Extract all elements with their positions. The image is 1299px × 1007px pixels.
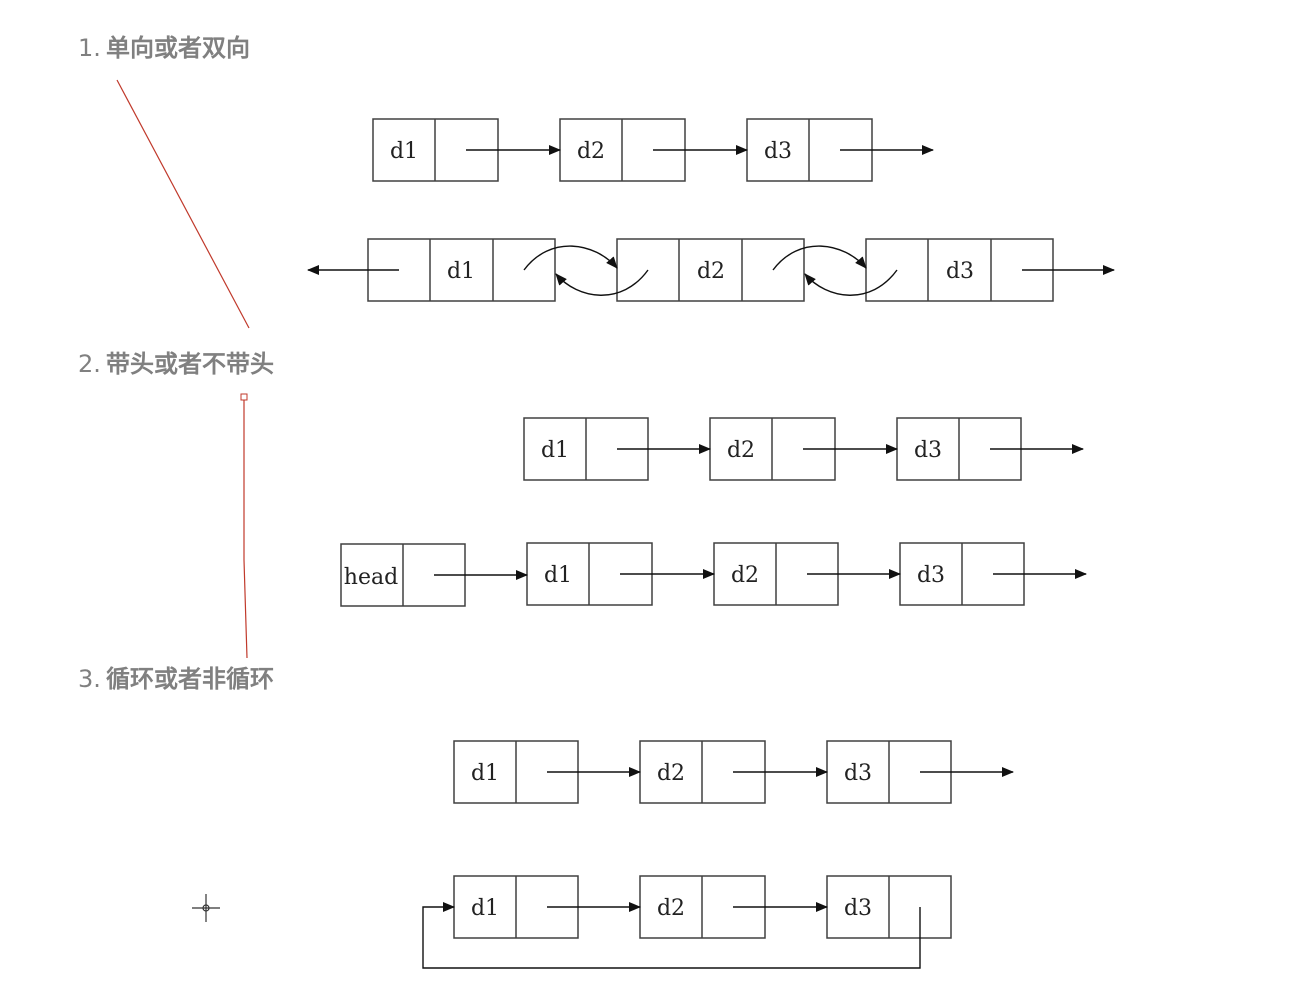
list-node: d1	[367, 238, 556, 302]
node-label: head	[344, 565, 398, 590]
node-label: d2	[657, 896, 685, 921]
section-number: 1.	[78, 34, 101, 62]
loop-back-arrow	[422, 902, 921, 969]
list-node: d3	[746, 118, 873, 182]
circular-list: d1 d2 d3	[422, 875, 952, 969]
annotation-line[interactable]	[116, 79, 250, 329]
node-label: d3	[946, 259, 974, 284]
headed-list: head d1 d2 d3	[340, 542, 1087, 607]
section-heading-1: 1. 单向或者双向	[78, 34, 250, 62]
node-label: d2	[731, 563, 759, 588]
list-node: d1	[523, 417, 649, 481]
node-label: d2	[657, 761, 685, 786]
node-label: d3	[764, 139, 792, 164]
node-label: d1	[471, 896, 499, 921]
list-node: d3	[865, 238, 1054, 302]
singly-linked-list: d1 d2 d3	[372, 118, 934, 182]
list-node: d2	[616, 238, 805, 302]
node-label: d1	[471, 761, 499, 786]
prev-arrow	[555, 269, 649, 296]
node-label: d1	[447, 259, 475, 284]
doubly-linked-list: d1 d2 d3	[307, 238, 1115, 302]
node-label: d1	[541, 438, 569, 463]
list-node: d3	[826, 875, 952, 939]
section-title: 带头或者不带头	[106, 350, 274, 378]
list-node: d2	[639, 740, 766, 804]
list-node: d1	[453, 875, 579, 939]
node-label: d1	[544, 563, 572, 588]
node-label: d3	[844, 896, 872, 921]
annotation-line[interactable]	[243, 398, 248, 659]
section-heading-3: 3. 循环或者非循环	[78, 665, 274, 693]
node-label: d3	[914, 438, 942, 463]
next-arrow	[772, 245, 867, 271]
node-label: d2	[577, 139, 605, 164]
section-number: 3.	[78, 665, 101, 693]
non-circular-list: d1 d2 d3	[453, 740, 1014, 804]
section-heading-2: 2. 带头或者不带头	[78, 350, 274, 378]
headless-list: d1 d2 d3	[523, 417, 1084, 481]
node-label: d1	[390, 139, 418, 164]
node-label: d3	[917, 563, 945, 588]
crosshair-cursor-icon	[192, 894, 220, 922]
section-title: 单向或者双向	[106, 34, 250, 62]
prev-arrow	[804, 269, 898, 296]
node-label: d2	[727, 438, 755, 463]
next-arrow	[523, 245, 618, 271]
node-label: d3	[844, 761, 872, 786]
annotation-handle[interactable]	[240, 393, 248, 401]
section-title: 循环或者非循环	[106, 665, 274, 693]
section-number: 2.	[78, 350, 101, 378]
node-label: d2	[697, 259, 725, 284]
